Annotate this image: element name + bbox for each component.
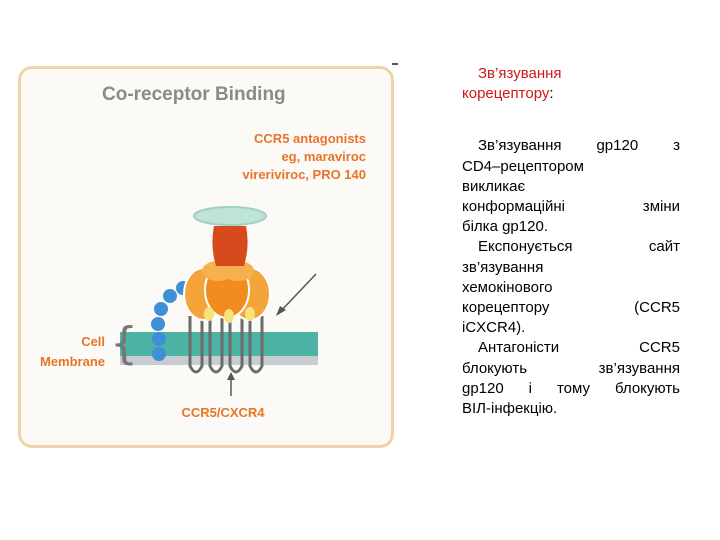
body-line-5: білка gp120. <box>462 218 548 236</box>
cell-membrane-label: Cell Membrane <box>40 332 105 372</box>
membrane-inner-layer <box>120 356 318 365</box>
body-line-3: викликає <box>462 177 526 195</box>
antagonists-line-3: vireriviroc, PRO 140 <box>242 167 366 182</box>
membrane-label-line-1: Cell <box>81 334 106 349</box>
antagonists-line-1: CCR5 antagonists <box>254 131 366 146</box>
body-line-14: ВІЛ-інфекцію. <box>462 400 558 418</box>
cd4-receptor <box>212 226 248 266</box>
membrane-label-line-2: Membrane <box>40 354 106 369</box>
receptor-label: CCR5/CXCR4 <box>181 405 265 420</box>
heading-colon: : <box>549 85 554 103</box>
antagonist-arrow <box>279 273 317 313</box>
membrane-brace: { <box>110 318 138 369</box>
body-line-10: іCXCR4). <box>462 319 526 337</box>
body-line-6: Експонується сайт <box>478 238 680 256</box>
gp120-trimer <box>183 261 271 321</box>
antagonist-disc <box>193 206 267 226</box>
body-line-2: CD4–рецептором <box>462 157 584 175</box>
heading-line-2-text: корецептору <box>462 85 550 103</box>
figure-panel <box>18 66 394 448</box>
v3-loops <box>204 307 255 323</box>
antagonists-line-2: eg, maraviroc <box>281 149 366 164</box>
receptor-arrowhead <box>227 372 235 380</box>
antagonists-label: CCR5 antagonists eg, maraviroc virerivir… <box>206 130 366 184</box>
receptor-loops <box>188 316 264 374</box>
body-line-7: зв’язування <box>462 258 544 276</box>
co-receptor-diagram <box>120 206 318 396</box>
body-line-9: корецептору (CCR5 <box>462 299 680 317</box>
body-line-12: блокують зв’язування <box>462 359 680 377</box>
figure-title: Co-receptor Binding <box>102 84 286 105</box>
antagonist-arrowhead <box>276 306 286 316</box>
body-line-8: хемокінового <box>462 278 553 296</box>
body-line-11: Антагоністи CCR5 <box>478 339 680 357</box>
body-line-4: конформаційні зміни <box>462 198 680 216</box>
cell-membrane <box>120 332 318 356</box>
body-line-13: gp120 і тому блокують <box>462 379 680 397</box>
heading-line-1: Зв’язування <box>478 65 562 82</box>
corner-tick <box>392 63 398 65</box>
n-terminal-chain <box>151 281 190 361</box>
description-column: Зв’язування корецептору: Зв’язування gp1… <box>462 64 680 419</box>
heading-line-2: корецептору: <box>462 84 680 104</box>
body-line-1: Зв’язування gp120 з <box>478 137 680 155</box>
section-heading: Зв’язування корецептору: <box>462 64 680 104</box>
description-body: Зв’язування gp120 з CD4–рецептором викли… <box>462 136 680 419</box>
